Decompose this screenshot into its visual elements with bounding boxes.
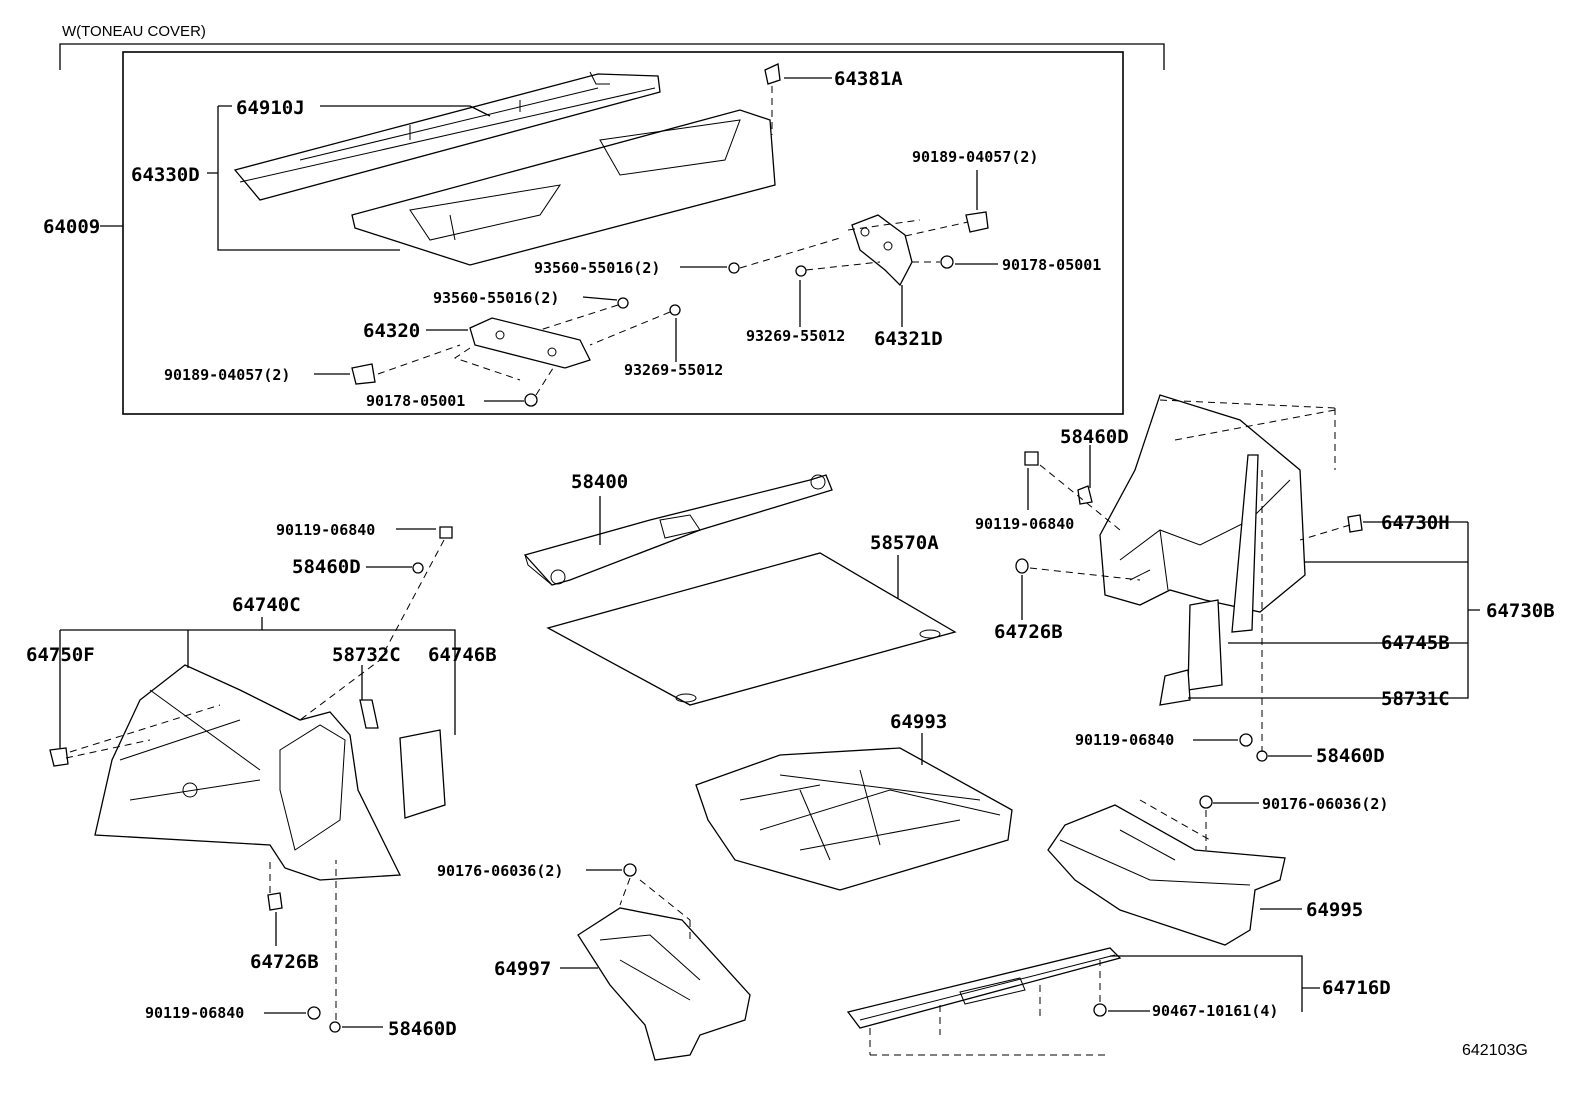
nut-58460D-right-bottom bbox=[1256, 750, 1268, 762]
clip-90189-04057-lower bbox=[351, 363, 376, 385]
nut-90178-05001-lower bbox=[524, 393, 538, 407]
side-trim-left-64740C bbox=[94, 664, 402, 881]
label-64726B-left: 64726B bbox=[250, 951, 319, 973]
cover-64745B bbox=[1187, 599, 1223, 691]
label-93560-55016-lower: 93560-55016(2) bbox=[433, 289, 559, 307]
label-90178-05001-upper: 90178-05001 bbox=[1002, 256, 1101, 274]
label-64995: 64995 bbox=[1306, 899, 1363, 921]
storage-tray-64993 bbox=[695, 747, 1013, 891]
label-58570A: 58570A bbox=[870, 532, 939, 554]
label-64730H: 64730H bbox=[1381, 512, 1450, 534]
clip-90189-04057-upper bbox=[965, 211, 989, 233]
bracket-64321D bbox=[851, 214, 913, 287]
label-93269-55012-upper: 93269-55012 bbox=[746, 327, 845, 345]
header-title: W(TONEAU COVER) bbox=[62, 23, 206, 40]
bracket-64320 bbox=[469, 317, 591, 369]
nut-90178-05001-upper bbox=[940, 255, 954, 269]
bracket-64381A bbox=[764, 63, 781, 85]
clip-90176-06036-right bbox=[1199, 795, 1213, 809]
label-93269-55012-lower: 93269-55012 bbox=[624, 361, 723, 379]
tonneau-cover-frame bbox=[122, 51, 1124, 415]
label-64381A: 64381A bbox=[834, 68, 903, 90]
label-90176-06036-right: 90176-06036(2) bbox=[1262, 795, 1388, 813]
label-64716D: 64716D bbox=[1322, 977, 1391, 999]
label-90119-06840-left-top: 90119-06840 bbox=[276, 521, 375, 539]
bolt-93560-55016-upper bbox=[728, 262, 740, 274]
label-93560-55016-upper: 93560-55016(2) bbox=[534, 259, 660, 277]
label-90119-06840-right-top: 90119-06840 bbox=[975, 515, 1074, 533]
label-90189-04057-lower: 90189-04057(2) bbox=[164, 366, 290, 384]
label-64730B: 64730B bbox=[1486, 600, 1555, 622]
label-58460D-right-bottom: 58460D bbox=[1316, 745, 1385, 767]
nut-58460D-right-top bbox=[1077, 485, 1093, 505]
label-64750F: 64750F bbox=[26, 644, 95, 666]
label-64993: 64993 bbox=[890, 711, 947, 733]
clip-64726B-left bbox=[267, 892, 283, 911]
label-64726B-right: 64726B bbox=[994, 621, 1063, 643]
diagram-code: 642103G bbox=[1462, 1042, 1528, 1059]
label-64330D: 64330D bbox=[131, 164, 200, 186]
tonneau-cover-panel-64330D bbox=[351, 109, 776, 266]
nut-58460D-left-top bbox=[412, 562, 424, 574]
scuff-plate-64716D bbox=[846, 947, 1122, 1029]
clip-64726B-right bbox=[1015, 558, 1029, 574]
label-58460D-left-top: 58460D bbox=[292, 556, 361, 578]
bolt-93560-55016-lower bbox=[617, 297, 629, 309]
label-90119-06840-right-bottom: 90119-06840 bbox=[1075, 731, 1174, 749]
tonneau-cover-rail-64910J bbox=[233, 71, 661, 201]
label-64910J: 64910J bbox=[236, 97, 305, 119]
label-64009: 64009 bbox=[43, 216, 100, 238]
screw-90119-06840-right-bottom bbox=[1239, 733, 1253, 747]
clip-90467-10161 bbox=[1093, 1003, 1107, 1017]
label-90189-04057-upper: 90189-04057(2) bbox=[912, 148, 1038, 166]
label-58460D-right-top: 58460D bbox=[1060, 426, 1129, 448]
storage-tray-64997 bbox=[577, 907, 751, 1061]
screw-90119-06840-left-top bbox=[439, 526, 453, 539]
screw-90119-06840-right-top bbox=[1024, 451, 1039, 466]
label-64997: 64997 bbox=[494, 958, 551, 980]
clip-90176-06036-left bbox=[623, 863, 637, 877]
label-58731C: 58731C bbox=[1381, 688, 1450, 710]
label-64740C: 64740C bbox=[232, 594, 301, 616]
storage-tray-64995 bbox=[1047, 804, 1286, 946]
label-64320: 64320 bbox=[363, 320, 420, 342]
label-58400: 58400 bbox=[571, 471, 628, 493]
label-58732C: 58732C bbox=[332, 644, 401, 666]
label-58460D-left-bottom: 58460D bbox=[388, 1018, 457, 1040]
clip-64750F bbox=[49, 747, 69, 767]
clip-64730H bbox=[1347, 514, 1363, 533]
belt-64730H-strip bbox=[1231, 454, 1259, 633]
label-90176-06036-left: 90176-06036(2) bbox=[437, 862, 563, 880]
label-64321D: 64321D bbox=[874, 328, 943, 350]
label-90178-05001-lower: 90178-05001 bbox=[366, 392, 465, 410]
tonneau-group-bracket bbox=[59, 43, 1165, 70]
cap-58731C bbox=[1159, 669, 1191, 706]
nut-58460D-left-bottom bbox=[329, 1021, 341, 1033]
label-90467-10161: 90467-10161(4) bbox=[1152, 1002, 1278, 1020]
screw-93269-55012-lower bbox=[669, 304, 681, 316]
support-bar-58400 bbox=[523, 474, 833, 586]
label-90119-06840-left-bottom: 90119-06840 bbox=[145, 1004, 244, 1022]
label-64746B: 64746B bbox=[428, 644, 497, 666]
label-64745B: 64745B bbox=[1381, 632, 1450, 654]
clip-58732C bbox=[359, 699, 379, 729]
screw-90119-06840-left-bottom bbox=[307, 1006, 321, 1020]
cover-64746B bbox=[399, 729, 446, 819]
screw-93269-55012-upper bbox=[795, 265, 807, 277]
floor-mat-58570A bbox=[546, 552, 957, 706]
